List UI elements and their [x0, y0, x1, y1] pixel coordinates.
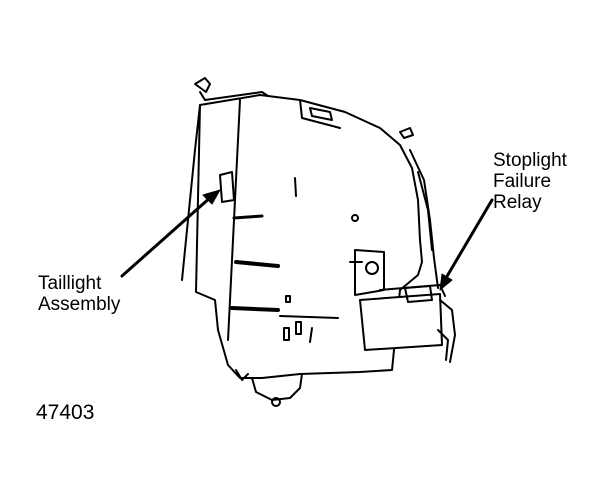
housing-inner-edge [227, 99, 241, 341]
wire-harness [409, 149, 439, 289]
relay-label-line-2: Failure [493, 171, 552, 192]
relay-arrowhead [439, 273, 453, 291]
mounting-screw-right [399, 127, 414, 139]
housing-top-ledge [204, 91, 341, 129]
taillight-arrowhead [202, 189, 221, 205]
taillight-socket [219, 171, 235, 203]
housing-hole-1 [351, 214, 359, 222]
bulb-socket [251, 373, 303, 401]
rib-2 [230, 306, 280, 312]
relay-label-line-1: Stoplight [493, 150, 567, 171]
rib-1 [234, 260, 280, 268]
relay-leader [444, 198, 494, 280]
relay-housing [359, 293, 443, 351]
stoplight-failure-relay-label: Stoplight Failure Relay [493, 150, 567, 213]
relay-wires [437, 299, 456, 363]
connector-pin-3 [309, 327, 313, 343]
connector-pin-1 [283, 327, 290, 341]
bulb-screw [271, 397, 281, 407]
rib-4 [279, 315, 339, 319]
figure-number: 47403 [36, 401, 95, 424]
housing-outline [195, 94, 423, 379]
taillight-leader [120, 194, 214, 278]
taillight-label-line-1: Taillight [38, 273, 102, 294]
wire-harness-2 [417, 171, 433, 251]
mounting-screw-top [194, 77, 211, 101]
bottom-clip [235, 369, 249, 381]
housing-hole-2 [285, 295, 291, 303]
relay-connector [404, 285, 433, 303]
taillight-assembly-label: Taillight Assembly [38, 273, 120, 315]
connector-pin-2 [295, 321, 302, 335]
housing-side-face [181, 104, 201, 281]
rib-3 [232, 214, 264, 220]
top-bracket [309, 107, 333, 121]
relay-label-line-3: Relay [493, 192, 542, 213]
relay-top [379, 284, 446, 297]
taillight-label-line-2: Assembly [38, 294, 121, 315]
bracket-bolt [365, 261, 379, 275]
housing-slot-1 [294, 177, 297, 197]
